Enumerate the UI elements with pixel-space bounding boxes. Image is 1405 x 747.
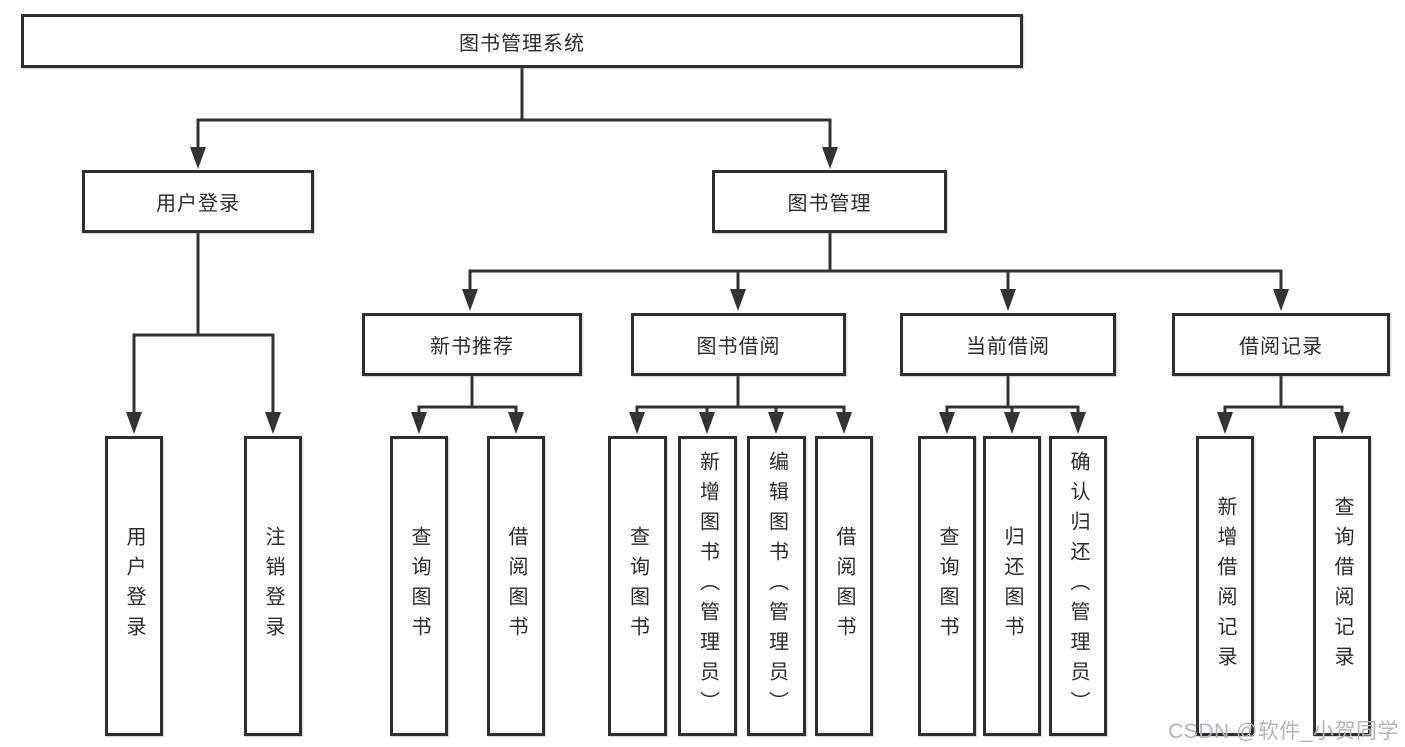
leaf-label: 编辑图书（管理员）	[765, 451, 788, 721]
leaf-label: 确认归还（管理员）	[1067, 451, 1089, 721]
leaf-label: 查询图书	[408, 526, 430, 646]
leaf-label: 查询图书	[936, 526, 958, 646]
node-new-book-recommend-label: 新书推荐	[430, 336, 514, 358]
node-new-book-recommend: 新书推荐	[362, 313, 582, 376]
leaf-return-books: 归还图书	[983, 436, 1041, 736]
leaf-label: 借阅图书	[505, 526, 527, 646]
node-current-loans: 当前借阅	[900, 313, 1116, 376]
leaf-user-login: 用户登录	[105, 436, 163, 736]
leaf-label: 用户登录	[123, 526, 145, 646]
node-user-login-label: 用户登录	[156, 193, 240, 215]
leaf-query-books-recommend: 查询图书	[390, 436, 448, 736]
leaf-label: 查询图书	[626, 526, 649, 646]
leaf-label: 归还图书	[1001, 526, 1023, 646]
leaf-logout: 注销登录	[244, 436, 302, 736]
node-root-label: 图书管理系统	[459, 32, 585, 55]
node-user-login: 用户登录	[82, 170, 314, 233]
leaf-add-loan-record: 新增借阅记录	[1196, 436, 1254, 736]
node-current-loans-label: 当前借阅	[966, 336, 1050, 358]
node-loan-records-label: 借阅记录	[1239, 336, 1323, 358]
leaf-query-books-borrowing: 查询图书	[608, 436, 667, 736]
leaf-borrow-books-recommend: 借阅图书	[487, 436, 545, 736]
arrowheads	[126, 147, 1350, 434]
leaf-query-books-current: 查询图书	[918, 436, 976, 736]
node-book-borrowing: 图书借阅	[631, 313, 846, 376]
leaf-label: 查询借阅记录	[1331, 496, 1353, 676]
leaf-confirm-return-admin: 确认归还（管理员）	[1049, 436, 1107, 736]
leaf-borrow-books: 借阅图书	[815, 436, 873, 736]
leaf-label: 新增图书（管理员）	[696, 451, 719, 721]
leaf-label: 借阅图书	[833, 526, 855, 646]
leaf-add-books-admin: 新增图书（管理员）	[678, 436, 737, 736]
watermark-text: CSDN @软件_小贺同学	[1168, 720, 1399, 743]
node-loan-records: 借阅记录	[1172, 313, 1390, 376]
leaf-label: 新增借阅记录	[1214, 496, 1236, 676]
node-book-borrowing-label: 图书借阅	[696, 336, 781, 358]
leaf-edit-books-admin: 编辑图书（管理员）	[747, 436, 806, 736]
node-root: 图书管理系统	[21, 14, 1023, 68]
node-book-management-label: 图书管理	[787, 193, 872, 215]
leaf-label: 注销登录	[262, 526, 284, 646]
leaf-query-loan-record: 查询借阅记录	[1313, 436, 1371, 736]
node-book-management: 图书管理	[712, 170, 947, 233]
